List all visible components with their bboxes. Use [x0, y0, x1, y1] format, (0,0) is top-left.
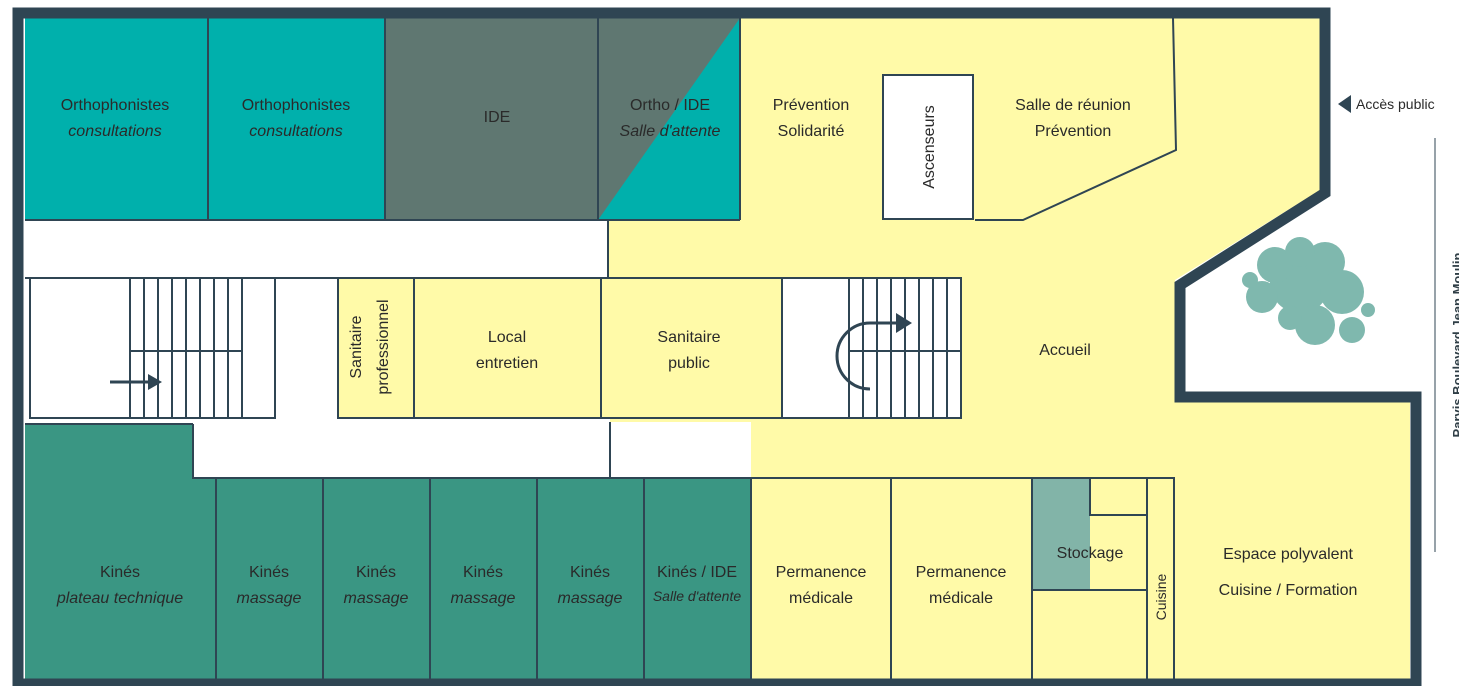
outer-wall: [12, 7, 1422, 686]
room-local-line1: Local: [488, 329, 526, 346]
room-perm2-line2: médicale: [929, 590, 993, 607]
room-espace-line2: Cuisine / Formation: [1219, 582, 1358, 599]
room-perm1-line1: Permanence: [776, 564, 867, 581]
room-cuisine-title: Cuisine: [1153, 573, 1169, 620]
room-kine-ide-subtitle: Salle d'attente: [653, 588, 742, 604]
stairs-arrow-right: [835, 321, 898, 391]
room-kine4-title: Kinés: [570, 564, 610, 581]
room-ortho2-title: Orthophonistes: [242, 97, 351, 114]
room-ortho1-title: Orthophonistes: [61, 97, 170, 114]
room-prevention-line2: Solidarité: [778, 123, 845, 140]
room-ide: [385, 18, 598, 220]
stockage-notch: [1090, 478, 1147, 515]
stairs-left-area: [30, 278, 275, 418]
room-kine-plateau: [25, 424, 193, 680]
room-ortho2: [208, 18, 385, 220]
elevator-area: [883, 75, 973, 219]
room-prevention-line1: Prévention: [773, 97, 850, 114]
room-kine-plateau-subtitle: plateau technique: [56, 590, 183, 607]
room-kine1-subtitle: massage: [237, 590, 302, 607]
room-kine1-title: Kinés: [249, 564, 289, 581]
room-kine2-subtitle: massage: [344, 590, 409, 607]
arrow-head-right: [896, 313, 912, 333]
room-local-line2: entretien: [476, 355, 538, 372]
access-label: Accès public: [1356, 96, 1435, 112]
room-espace-line1: Espace polyvalent: [1223, 546, 1353, 563]
room-ortho-ide-shade: [598, 18, 740, 220]
room-ortho-ide-title: Ortho / IDE: [630, 97, 710, 114]
room-stockage-title: Stockage: [1057, 545, 1124, 562]
stairs-right: [848, 278, 962, 418]
room-ortho1: [25, 18, 208, 220]
room-kine3-title: Kinés: [463, 564, 503, 581]
room-kine-plateau-title: Kinés: [100, 564, 140, 581]
stairs-left: [129, 278, 243, 418]
room-reunion-line2: Prévention: [1035, 123, 1112, 140]
room-ortho2-subtitle: consultations: [249, 123, 342, 140]
corridor-lower: [193, 418, 610, 478]
room-accueil-title: Accueil: [1039, 342, 1091, 359]
room-perm1-line2: médicale: [789, 590, 853, 607]
room-reunion-line1: Salle de réunion: [1015, 97, 1131, 114]
street-label: Parvis Boulevard Jean Moulin: [1450, 252, 1459, 437]
room-kine4-subtitle: massage: [558, 590, 623, 607]
room-ortho-ide-subtitle: Salle d'attente: [620, 123, 721, 140]
stairs-right-area: [782, 278, 961, 418]
room-ortho1-subtitle: consultations: [68, 123, 161, 140]
tree-icon: [1242, 237, 1375, 345]
arrow-head-left: [148, 374, 162, 390]
room-ide-title: IDE: [484, 109, 511, 126]
room-kine3-subtitle: massage: [451, 590, 516, 607]
room-san-pro-line1: Sanitaire: [348, 315, 365, 378]
corridor-upper: [25, 220, 608, 278]
room-san-pro-line2: professionnel: [375, 299, 392, 394]
room-kine-row: [193, 478, 751, 680]
room-san-pub-line1: Sanitaire: [657, 329, 720, 346]
room-labels: Orthophonistes consultations Orthophonis…: [56, 97, 1358, 620]
access-arrow-icon: [1338, 95, 1351, 113]
room-kine2-title: Kinés: [356, 564, 396, 581]
room-san-pub-line2: public: [668, 355, 710, 372]
room-perm2-line1: Permanence: [916, 564, 1007, 581]
room-ascenseurs-title: Ascenseurs: [921, 105, 938, 189]
room-kine-ide-title: Kinés / IDE: [657, 564, 737, 581]
